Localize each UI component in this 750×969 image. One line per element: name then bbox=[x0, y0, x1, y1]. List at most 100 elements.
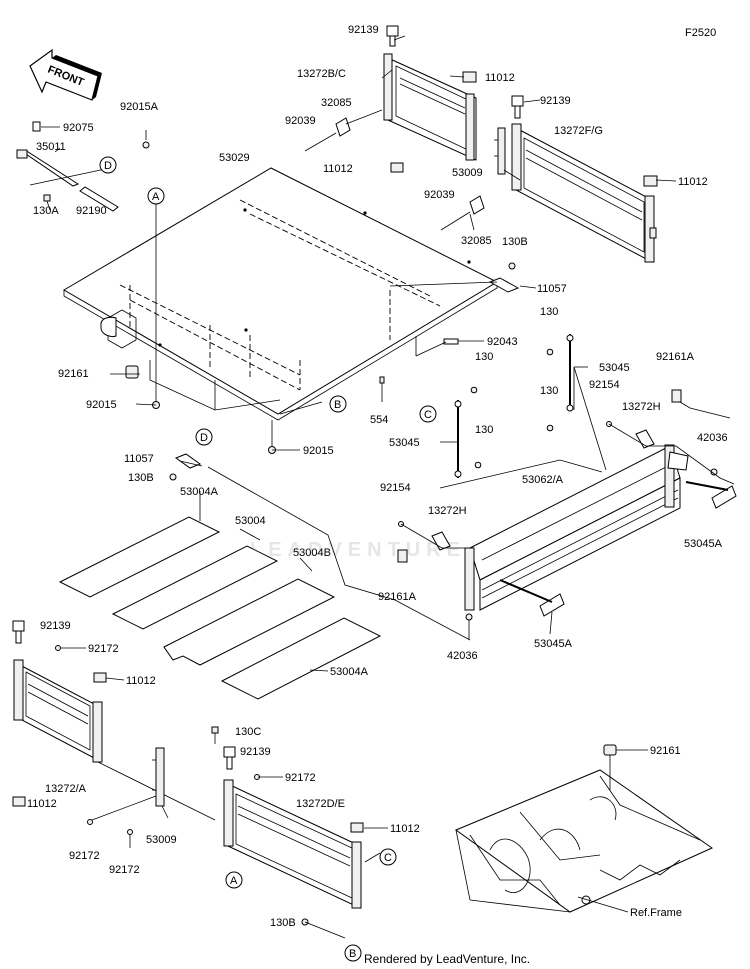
footer-credit: Rendered by LeadVenture, Inc. bbox=[364, 952, 530, 966]
cap-11012-b bbox=[390, 162, 404, 173]
label-92039: 92039 bbox=[285, 115, 316, 127]
label-130: 130 bbox=[540, 306, 558, 318]
ref-circle-c-b: C bbox=[379, 848, 397, 866]
side-panel-13272fg bbox=[511, 123, 657, 263]
bolt-130-c bbox=[470, 386, 478, 394]
label-32085: 32085 bbox=[321, 97, 352, 109]
bumper-92161a-a bbox=[671, 389, 682, 403]
label-92139: 92139 bbox=[540, 95, 571, 107]
ref-circle-b-b: B bbox=[344, 944, 362, 962]
bracket-53009-b bbox=[152, 747, 165, 807]
bumper-92161-b bbox=[603, 744, 617, 756]
pin-92139-d bbox=[223, 746, 236, 770]
label-53045a: 53045A bbox=[534, 638, 573, 650]
pin-92139-a bbox=[386, 25, 399, 47]
label-130b: 130B bbox=[128, 472, 154, 484]
bolt-130-a bbox=[546, 348, 554, 356]
bolt-130-d bbox=[474, 461, 482, 469]
ref-circle-a-a: A bbox=[147, 187, 165, 205]
latch-32085-b bbox=[440, 195, 485, 231]
pin-92139-b bbox=[511, 95, 524, 119]
cap-11012-f bbox=[350, 822, 364, 833]
label-42036: 42036 bbox=[697, 432, 728, 444]
label-92161: 92161 bbox=[58, 368, 89, 380]
mat-53004a bbox=[58, 516, 221, 598]
ref-circle-d-a: D bbox=[99, 156, 117, 174]
cap-11012-e bbox=[12, 796, 26, 807]
label-92039: 92039 bbox=[424, 189, 455, 201]
svg-text:B: B bbox=[334, 399, 341, 411]
svg-text:D: D bbox=[200, 432, 208, 444]
label-11012: 11012 bbox=[678, 176, 708, 188]
mat-53004 bbox=[111, 545, 279, 630]
mat-53004a-b bbox=[220, 617, 382, 700]
label-92172: 92172 bbox=[109, 864, 140, 876]
bolt-554 bbox=[379, 376, 385, 402]
bolt-130-b bbox=[546, 424, 554, 432]
label-130: 130 bbox=[475, 424, 493, 436]
bracket-53009-a bbox=[494, 127, 506, 175]
label-53045a: 53045A bbox=[684, 538, 723, 550]
bumper-92161-a bbox=[125, 365, 139, 379]
rod-35011 bbox=[16, 149, 80, 187]
ref-circle-b-a: B bbox=[329, 395, 347, 413]
label-13272bc: 13272B/C bbox=[297, 68, 346, 80]
screw-92172-a bbox=[55, 645, 61, 651]
label-92161a: 92161A bbox=[378, 591, 417, 603]
svg-text:A: A bbox=[230, 875, 238, 887]
svg-text:B: B bbox=[349, 948, 356, 960]
watermark-text: LEADVENTURE bbox=[250, 539, 466, 561]
label-92154: 92154 bbox=[380, 482, 411, 494]
label-53004a: 53004A bbox=[180, 486, 219, 498]
label-11012: 11012 bbox=[126, 675, 156, 687]
svg-text:D: D bbox=[104, 160, 112, 172]
label-130: 130 bbox=[475, 351, 493, 363]
clip-92075 bbox=[32, 121, 41, 132]
label-92043: 92043 bbox=[487, 336, 518, 348]
strut-53045-b bbox=[454, 400, 462, 478]
nut-42036-a bbox=[710, 468, 718, 476]
label-554: 554 bbox=[370, 414, 388, 426]
label-92139: 92139 bbox=[348, 24, 379, 36]
label-130: 130 bbox=[540, 385, 558, 397]
label-13272fg: 13272F/G bbox=[554, 125, 603, 137]
label-92139: 92139 bbox=[40, 620, 71, 632]
label-53062a: 53062/A bbox=[522, 474, 564, 486]
bed-underframe bbox=[100, 309, 281, 411]
bed-floor-53029 bbox=[63, 167, 499, 421]
label-53004b: 53004B bbox=[293, 547, 331, 559]
bolt-130c bbox=[211, 726, 219, 744]
label-53004a: 53004A bbox=[330, 666, 369, 678]
label-11012: 11012 bbox=[323, 163, 353, 175]
pin-92043 bbox=[443, 338, 459, 345]
bolt-130b-a bbox=[169, 473, 177, 481]
label-92015: 92015 bbox=[86, 399, 117, 411]
svg-text:A: A bbox=[152, 191, 160, 203]
rod-92190 bbox=[79, 186, 119, 212]
label-11012: 11012 bbox=[27, 798, 57, 810]
label-42036: 42036 bbox=[447, 650, 478, 662]
latch-11057-b bbox=[174, 453, 202, 469]
label-53045: 53045 bbox=[599, 362, 630, 374]
label-92190: 92190 bbox=[76, 205, 107, 217]
label-13272de: 13272D/E bbox=[296, 798, 345, 810]
label-53029: 53029 bbox=[219, 152, 250, 164]
screw-92172-c bbox=[127, 829, 133, 835]
label-35011: 35011 bbox=[36, 141, 66, 153]
pin-92139-c bbox=[12, 620, 25, 644]
label-92172: 92172 bbox=[69, 850, 100, 862]
label-32085: 32085 bbox=[461, 235, 492, 247]
label-13272a: 13272/A bbox=[45, 783, 87, 795]
side-panel-13272bc bbox=[383, 53, 477, 161]
cap-11012-a bbox=[462, 71, 477, 83]
label-92139: 92139 bbox=[240, 746, 271, 758]
label-130c: 130C bbox=[235, 726, 261, 738]
label-92161: 92161 bbox=[650, 745, 681, 757]
nut-42036-b bbox=[465, 613, 473, 621]
figure-code: F2520 bbox=[685, 27, 716, 39]
label-13272h: 13272H bbox=[428, 505, 467, 517]
latch-32085-a bbox=[304, 117, 351, 152]
svg-text:C: C bbox=[424, 409, 432, 421]
side-panel-13272a bbox=[13, 659, 103, 763]
